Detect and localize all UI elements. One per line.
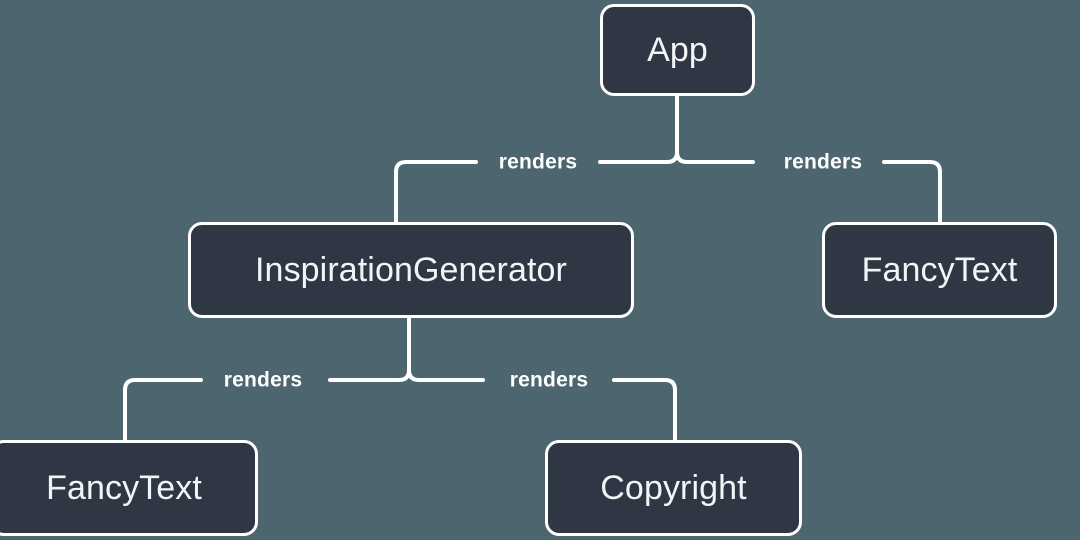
node-fancytext-left-label: FancyText <box>46 469 202 507</box>
node-app[interactable]: App <box>600 4 755 96</box>
node-app-label: App <box>647 31 708 69</box>
node-fancytext-left[interactable]: FancyText <box>0 440 258 536</box>
edge-label-app-to-fancytext-right: renders <box>783 150 863 174</box>
edge-app-trunk-right <box>675 94 755 164</box>
node-copyright-label: Copyright <box>600 469 747 507</box>
edge-inspiration-trunk-right <box>407 316 485 382</box>
edge-label-inspiration-to-fancytext-left: renders <box>223 368 303 392</box>
edge-label-inspiration-to-copyright: renders <box>509 368 589 392</box>
edge-label-app-to-inspiration: renders <box>498 150 578 174</box>
edge-inspiration-to-copyright <box>612 378 677 442</box>
node-fancytext-right[interactable]: FancyText <box>822 222 1057 318</box>
edge-inspiration-to-fancytext-left <box>123 378 203 442</box>
edge-inspiration-trunk <box>328 316 411 382</box>
edge-app-to-inspiration <box>394 160 478 224</box>
node-fancytext-right-label: FancyText <box>861 251 1018 289</box>
edge-app-to-fancytext-right <box>882 160 942 224</box>
node-inspiration-generator[interactable]: InspirationGenerator <box>188 222 634 318</box>
node-inspiration-generator-label: InspirationGenerator <box>255 251 567 289</box>
edge-app-trunk <box>598 94 679 164</box>
node-copyright[interactable]: Copyright <box>545 440 802 536</box>
